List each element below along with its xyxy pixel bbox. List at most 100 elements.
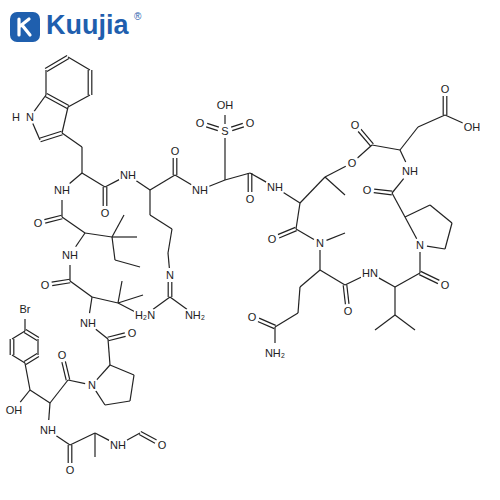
bond-line xyxy=(52,279,70,282)
bond-line xyxy=(405,217,417,239)
bond-line xyxy=(45,55,67,68)
bond-line xyxy=(34,95,46,111)
bond-line xyxy=(13,339,14,355)
bond-line xyxy=(421,271,440,280)
bond-line xyxy=(49,403,50,420)
bond-line xyxy=(319,250,320,270)
bond-line xyxy=(419,275,438,284)
bond-line xyxy=(209,180,225,186)
bond-line xyxy=(168,253,169,268)
atom-label: N xyxy=(315,238,325,249)
bond-line xyxy=(400,127,418,150)
atom-label: NH xyxy=(79,318,97,329)
bond-line xyxy=(251,173,252,192)
atom-label: N xyxy=(87,380,97,391)
atom-label: O xyxy=(157,440,168,451)
bond-line xyxy=(207,123,219,127)
bond-line xyxy=(112,215,124,237)
bond-line xyxy=(44,215,61,219)
bond-line xyxy=(296,203,300,229)
bond-line xyxy=(92,297,118,303)
bond-line xyxy=(88,70,89,95)
bond-line xyxy=(149,190,150,215)
bond-line xyxy=(24,319,25,331)
bond-line xyxy=(394,287,395,315)
bond-line xyxy=(39,131,61,138)
bond-line xyxy=(45,70,46,95)
bond-line xyxy=(68,380,85,384)
bond-line xyxy=(70,173,82,184)
bond-line xyxy=(445,223,452,249)
bond-line xyxy=(115,260,140,267)
atom-label: O xyxy=(440,84,451,95)
bond-line xyxy=(325,177,345,195)
bond-line xyxy=(446,96,447,115)
bond-line xyxy=(300,177,325,203)
atom-label: O xyxy=(347,158,358,169)
atom-label: H xyxy=(11,112,21,123)
bond-line xyxy=(95,433,109,440)
bond-line xyxy=(176,158,177,175)
bond-line xyxy=(250,173,266,182)
bond-line xyxy=(45,219,62,223)
bond-line xyxy=(279,231,297,238)
bond-line xyxy=(347,285,349,304)
bond-line xyxy=(68,57,90,70)
bond-line xyxy=(62,217,85,233)
atom-label: OH xyxy=(216,100,235,111)
bond-line xyxy=(61,200,62,217)
bond-line xyxy=(76,233,85,247)
bond-line xyxy=(445,115,463,123)
bond-line xyxy=(96,391,105,405)
bond-line xyxy=(52,283,70,286)
bond-line xyxy=(430,205,452,223)
bond-line xyxy=(379,278,395,287)
bond-line xyxy=(283,192,300,203)
bond-line xyxy=(118,281,122,303)
bond-line xyxy=(418,115,445,127)
atom-label: NH xyxy=(109,440,127,451)
bond-line xyxy=(275,313,298,327)
bond-line xyxy=(50,380,68,403)
atom-label: O xyxy=(343,306,354,317)
bond-line xyxy=(374,193,392,195)
atom-label: O xyxy=(245,118,256,129)
bond-line xyxy=(392,179,404,193)
bond-line xyxy=(427,246,445,249)
atom-label: O xyxy=(267,234,278,245)
bond-line xyxy=(173,158,174,175)
bond-line xyxy=(97,365,110,380)
bond-line xyxy=(395,315,415,330)
bond-line xyxy=(110,365,134,375)
atom-label: NH xyxy=(119,170,137,181)
bond-line xyxy=(112,237,115,260)
atom-label: NH₂ xyxy=(264,348,286,359)
bond-line xyxy=(105,180,119,187)
bond-line xyxy=(278,227,296,234)
bond-line xyxy=(136,181,150,190)
bond-line xyxy=(206,127,218,131)
bond-line xyxy=(400,150,406,162)
bond-line xyxy=(224,115,225,124)
bond-line xyxy=(224,138,225,157)
atom-label: N xyxy=(415,240,425,251)
bond-line xyxy=(70,433,95,445)
atom-label: S xyxy=(220,126,229,137)
atom-label: O xyxy=(440,280,451,291)
bond-line xyxy=(296,229,314,239)
watermark-mark: ® xyxy=(134,12,141,22)
atom-label: O xyxy=(170,146,181,157)
bond-line xyxy=(12,355,25,363)
watermark: Kuujia xyxy=(46,12,129,39)
bond-line xyxy=(258,321,275,328)
bond-line xyxy=(419,252,420,273)
bond-line xyxy=(139,435,155,444)
bond-line xyxy=(150,215,172,229)
bond-line xyxy=(298,287,300,313)
bond-line xyxy=(224,157,225,180)
bond-line xyxy=(62,133,82,147)
atom-label: O xyxy=(362,185,373,196)
bond-line xyxy=(175,175,191,185)
bond-line xyxy=(171,282,172,297)
